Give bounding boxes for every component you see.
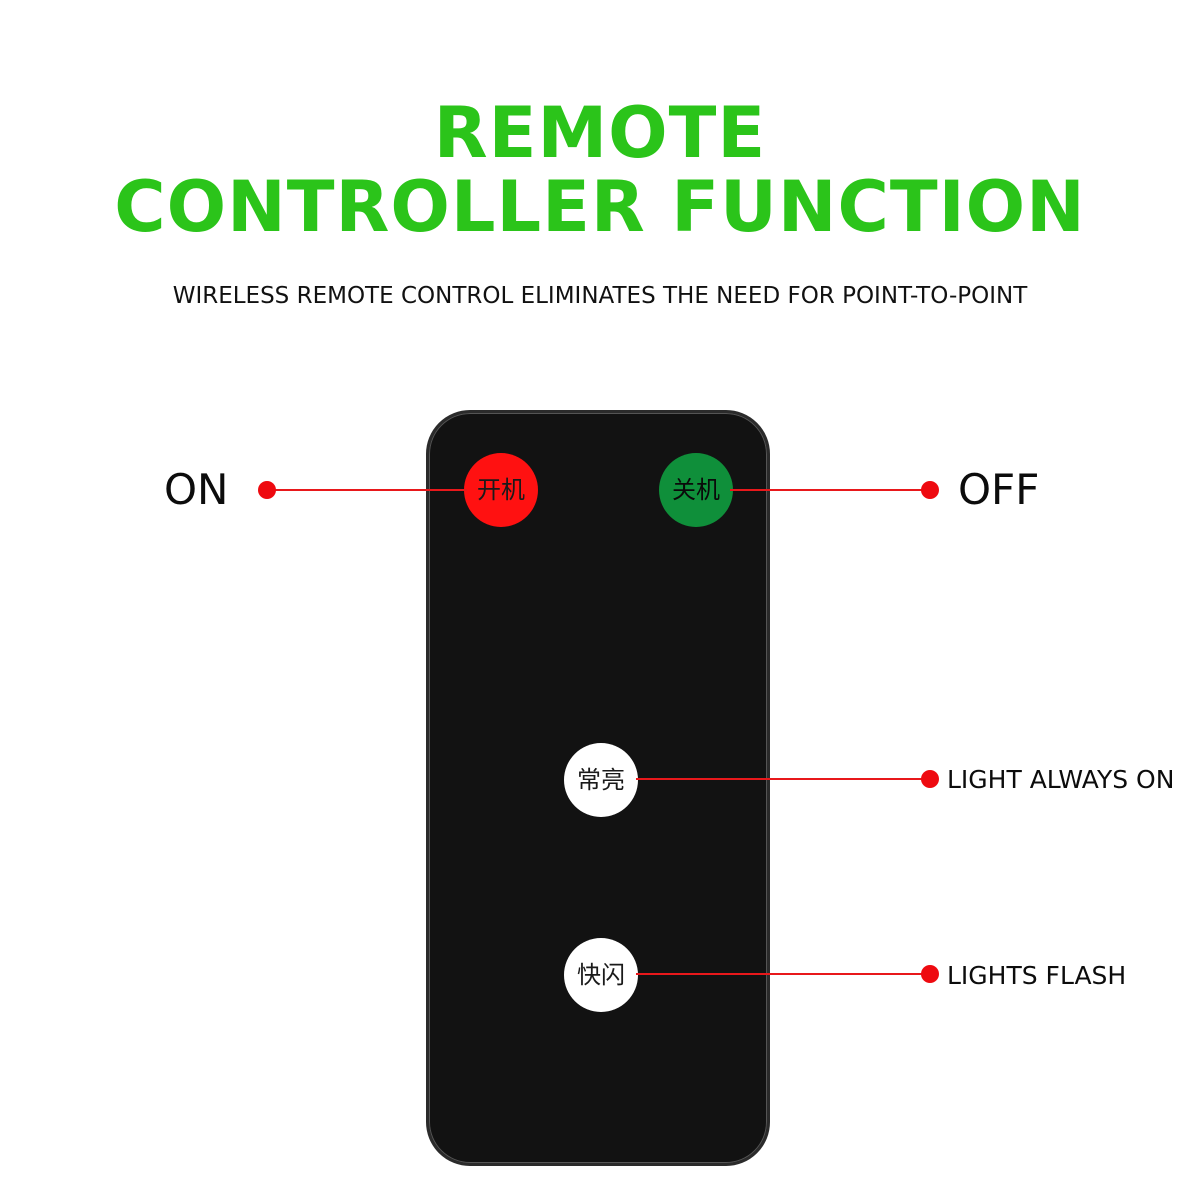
callout-line-off <box>730 489 930 491</box>
flash-button[interactable]: 快闪 <box>564 938 638 1012</box>
callout-dot-always-on <box>921 770 939 788</box>
title-line-1: REMOTE <box>433 92 767 174</box>
callout-label-on: ON <box>164 465 229 514</box>
callout-dot-flash <box>921 965 939 983</box>
callout-line-flash <box>636 973 930 975</box>
callout-dot-on <box>258 481 276 499</box>
callout-line-always-on <box>636 778 930 780</box>
always-on-button[interactable]: 常亮 <box>564 743 638 817</box>
callout-dot-off <box>921 481 939 499</box>
callout-label-always-on: LIGHT ALWAYS ON <box>947 765 1175 794</box>
power-on-button[interactable]: 开机 <box>464 453 538 527</box>
callout-label-flash: LIGHTS FLASH <box>947 961 1127 990</box>
subtitle: WIRELESS REMOTE CONTROL ELIMINATES THE N… <box>172 283 1028 309</box>
power-off-button[interactable]: 关机 <box>659 453 733 527</box>
callout-label-off: OFF <box>958 465 1040 514</box>
callout-line-on <box>267 489 467 491</box>
title-line-2: CONTROLLER FUNCTION <box>114 166 1086 248</box>
